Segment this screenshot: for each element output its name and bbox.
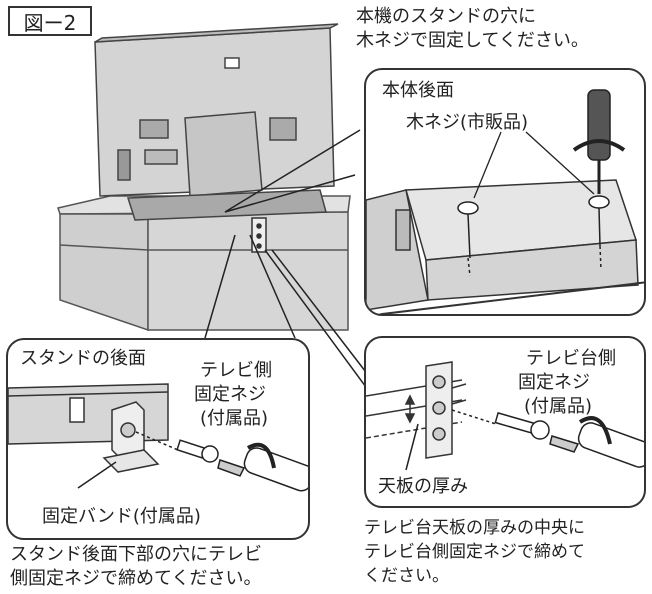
- board-thickness-illustration: [366, 361, 644, 471]
- bottom-right-instruction-line-2: テレビ台側固定ネジで締めて: [364, 542, 585, 562]
- figure-label: 図ー2: [8, 6, 92, 36]
- screwdriver-icon: [572, 89, 626, 194]
- wood-screw-right-icon: [588, 195, 610, 271]
- back-view-illustration: [366, 89, 644, 314]
- tv-back: [94, 23, 339, 221]
- board-side-screw-label-3: (付属品): [524, 396, 593, 417]
- board-side-screw-label-1: テレビ台側: [526, 348, 616, 369]
- stand-back-illustration: [8, 383, 308, 492]
- top-instruction-line-1: 本機のスタンドの穴に: [356, 6, 536, 27]
- wood-screw-label: 木ネジ(市販品): [406, 112, 529, 133]
- fixing-band-label: 固定バンド(付属品): [42, 506, 201, 527]
- wood-screw-left-icon: [457, 201, 479, 277]
- board-side-screw-label-2: 固定ネジ: [518, 372, 590, 393]
- board-thickness-panel: テレビ台側 固定ネジ (付属品) 天板の厚み: [364, 336, 646, 508]
- bottom-right-instruction-line-3: ください。: [364, 566, 449, 586]
- thickness-label: 天板の厚み: [378, 476, 468, 497]
- stand-back-panel: スタンドの後面 テレビ側 固定ネジ (付属品) 固定バンド(付属品): [6, 338, 310, 540]
- fixing-band: [251, 217, 267, 253]
- tv-side-screw-label-1: テレビ側: [200, 360, 272, 381]
- tv-side-screw-label-2: 固定ネジ: [194, 384, 266, 405]
- board-side-screw-icon: [451, 409, 550, 440]
- top-instruction-line-2: 木ネジで固定してください。: [356, 30, 589, 51]
- screwdriver-icon: [549, 416, 644, 468]
- tv-side-screw-icon: [135, 431, 219, 463]
- bottom-left-instruction-line-2: 側固定ネジで締めてください。: [10, 568, 262, 589]
- back-view-title: 本体後面: [382, 80, 454, 101]
- tv-side-screw-label-3: (付属品): [200, 408, 269, 429]
- back-view-panel: 本体後面 木ネジ(市販品): [364, 68, 646, 316]
- screwdriver-icon: [217, 442, 308, 492]
- stand-back-title: スタンドの後面: [20, 348, 146, 369]
- bottom-left-instruction-line-1: スタンド後面下部の穴にテレビ: [10, 544, 262, 565]
- bottom-right-instruction-line-1: テレビ台天板の厚みの中央に: [364, 518, 585, 538]
